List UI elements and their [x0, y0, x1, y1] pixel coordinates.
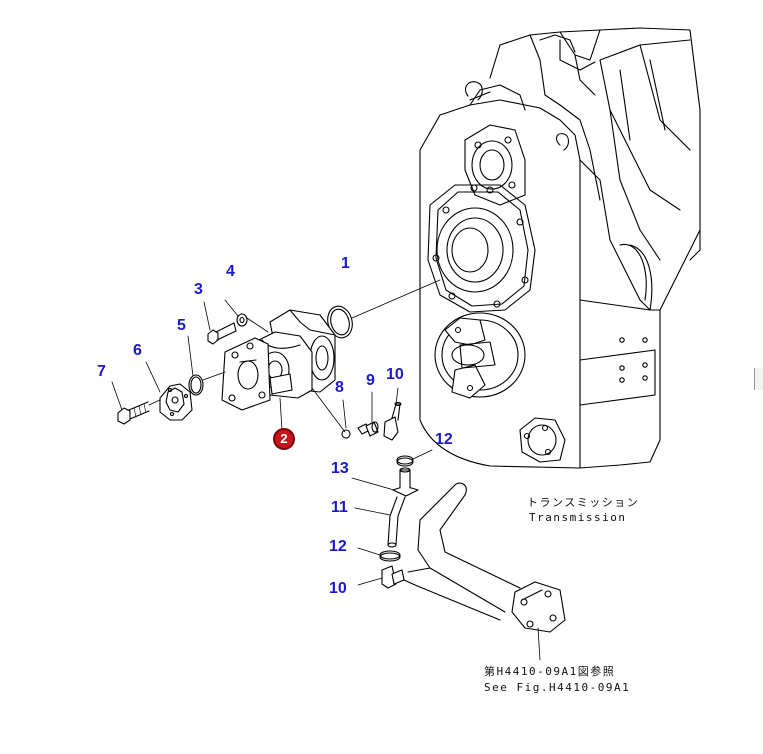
hose-part-11	[354, 496, 406, 548]
bolt-part-3	[207, 322, 237, 345]
callout-7[interactable]: 7	[97, 363, 106, 380]
callout-3[interactable]: 3	[194, 281, 203, 298]
callout-11[interactable]: 11	[331, 499, 348, 516]
callout-4[interactable]: 4	[226, 263, 235, 280]
transmission-label-jp: トランスミッション	[527, 496, 640, 509]
transmission-housing	[419, 27, 701, 469]
callout-10-lower[interactable]: 10	[329, 580, 347, 597]
scroll-edge-marker[interactable]	[754, 368, 763, 390]
callout-9[interactable]: 9	[366, 372, 375, 389]
callout-10-upper[interactable]: 10	[386, 366, 404, 383]
elbow-part-10-lower	[357, 565, 405, 589]
clamp-part-12-lower	[357, 547, 401, 562]
callout-13[interactable]: 13	[331, 460, 349, 477]
transmission-label-en: Transmission	[529, 511, 627, 524]
elbow-part-10-upper	[383, 401, 402, 441]
callout-8[interactable]: 8	[335, 379, 344, 396]
callout-12-lower[interactable]: 12	[329, 538, 347, 555]
callout-2-highlight[interactable]: 2	[273, 428, 295, 450]
bolt-part-7	[117, 399, 161, 425]
figure-reference-en: See Fig.H4410-09A1	[484, 681, 631, 694]
fitting-part-9	[357, 421, 379, 437]
connector-part-13	[351, 467, 419, 497]
suction-hose	[403, 482, 566, 661]
callout-1[interactable]: 1	[341, 255, 350, 272]
figure-reference-jp: 第H4410-09A1図参照	[484, 665, 616, 678]
clamp-part-12-upper	[396, 449, 433, 467]
coupling-part-6	[159, 383, 193, 421]
gasket-part-1	[327, 279, 441, 339]
washer-part-4	[236, 313, 269, 333]
callout-6[interactable]: 6	[133, 342, 142, 359]
leader-lines	[111, 299, 399, 429]
callout-5[interactable]: 5	[177, 317, 186, 334]
pump-part-2	[221, 309, 346, 433]
plug-part-8	[341, 429, 351, 439]
o-ring-part-5	[188, 371, 226, 396]
callout-12-upper[interactable]: 12	[435, 431, 453, 448]
